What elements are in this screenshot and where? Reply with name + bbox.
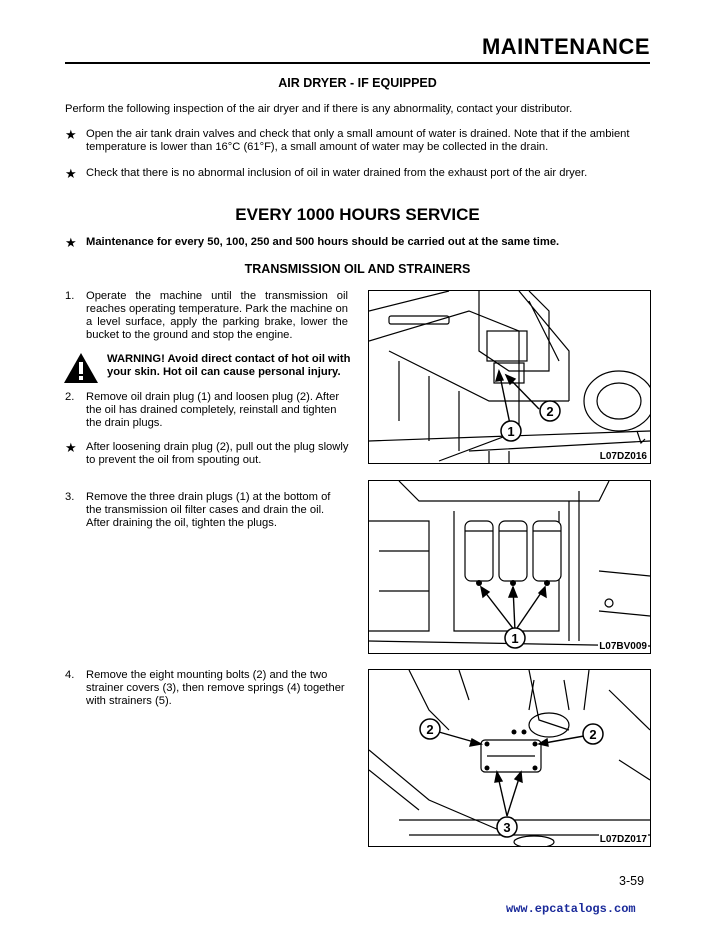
page-number: 3-59 bbox=[619, 874, 645, 888]
star-bullet-icon: ★ bbox=[65, 127, 77, 142]
warning-icon bbox=[63, 352, 99, 384]
step-4-text: Remove the eight mounting bolts (2) and … bbox=[86, 669, 345, 707]
figure-label: L07DZ017 bbox=[598, 834, 648, 845]
air-dryer-bullet-1: Open the air tank drain valves and check… bbox=[86, 128, 630, 153]
step-2-text: Remove oil drain plug (1) and loosen plu… bbox=[86, 391, 340, 429]
step-number: 3. bbox=[65, 491, 75, 503]
transmission-heading: TRANSMISSION OIL AND STRAINERS bbox=[244, 262, 471, 276]
star-bullet-icon: ★ bbox=[65, 440, 77, 455]
callout-1: 1 bbox=[507, 424, 514, 439]
site-url-watermark[interactable]: www.epcatalogs.com bbox=[506, 902, 636, 916]
step-2-note: After loosening drain plug (2), pull out… bbox=[86, 441, 349, 466]
callout-1: 1 bbox=[511, 631, 518, 646]
step-number: 1. bbox=[65, 290, 75, 302]
figure-label: L07BV009 bbox=[598, 641, 648, 652]
air-dryer-bullet-2: Check that there is no abnormal inclusio… bbox=[86, 167, 588, 179]
callout-3: 3 bbox=[503, 820, 510, 835]
air-dryer-intro: Perform the following inspection of the … bbox=[65, 103, 573, 115]
step-3-text: Remove the three drain plugs (1) at the … bbox=[86, 491, 331, 529]
header-divider bbox=[65, 62, 650, 64]
star-bullet-icon: ★ bbox=[65, 235, 77, 250]
figure-strainer-covers: 2 2 3 L07DZ017 bbox=[368, 669, 651, 847]
callout-2-right: 2 bbox=[589, 727, 596, 742]
callout-2: 2 bbox=[546, 404, 553, 419]
service-note: Maintenance for every 50, 100, 250 and 5… bbox=[86, 236, 560, 248]
step-1-text: Operate the machine until the transmissi… bbox=[86, 290, 348, 341]
star-bullet-icon: ★ bbox=[65, 166, 77, 181]
air-dryer-heading: AIR DRYER - IF EQUIPPED bbox=[278, 76, 437, 90]
step-number: 4. bbox=[65, 669, 75, 681]
service-heading: EVERY 1000 HOURS SERVICE bbox=[235, 205, 480, 224]
step-number: 2. bbox=[65, 391, 75, 403]
callout-2-left: 2 bbox=[426, 722, 433, 737]
figure-label: L07DZ016 bbox=[598, 451, 648, 462]
warning-text: WARNING! Avoid direct contact of hot oil… bbox=[107, 353, 351, 378]
page-section-title: MAINTENANCE bbox=[481, 34, 650, 59]
figure-filter-cases: 1 L07BV009 bbox=[368, 480, 651, 654]
figure-drain-plugs: 1 2 L07DZ016 bbox=[368, 290, 651, 464]
